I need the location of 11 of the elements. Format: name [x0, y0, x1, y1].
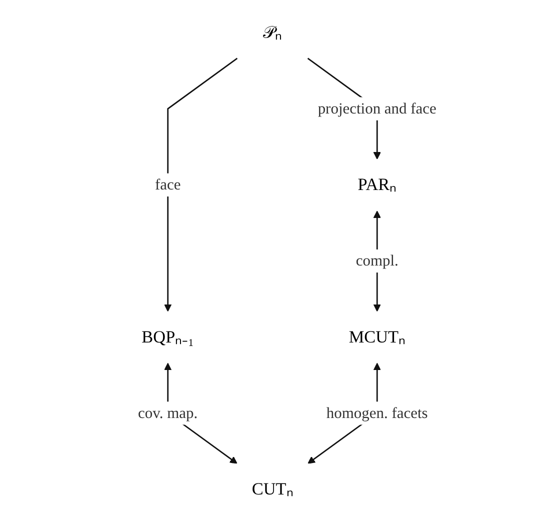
edge-label: compl. [356, 252, 398, 270]
node-text: CUTₙ [252, 480, 293, 499]
edge-label: projection and face [318, 100, 436, 117]
edge-label: homogen. facets [326, 404, 428, 422]
edge-label: cov. map. [138, 404, 198, 422]
node-text: 𝒫ₙ [262, 23, 282, 42]
node-text: PARₙ [358, 175, 396, 194]
edge-label: face [154, 176, 181, 194]
arrow [164, 58, 238, 312]
node-text: BQPₙ₋₁ [142, 328, 194, 347]
node-text: MCUTₙ [348, 328, 406, 347]
